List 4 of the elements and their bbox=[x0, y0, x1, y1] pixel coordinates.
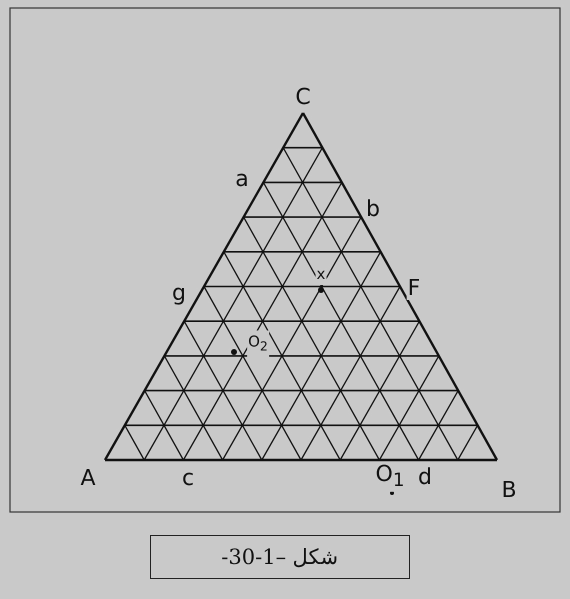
figure-caption: شکل –1-30- bbox=[150, 535, 410, 579]
point-label: O$_{1}$ bbox=[374, 464, 406, 492]
point-label: O$_{2}$ bbox=[247, 330, 269, 358]
point-label: F bbox=[406, 278, 422, 300]
